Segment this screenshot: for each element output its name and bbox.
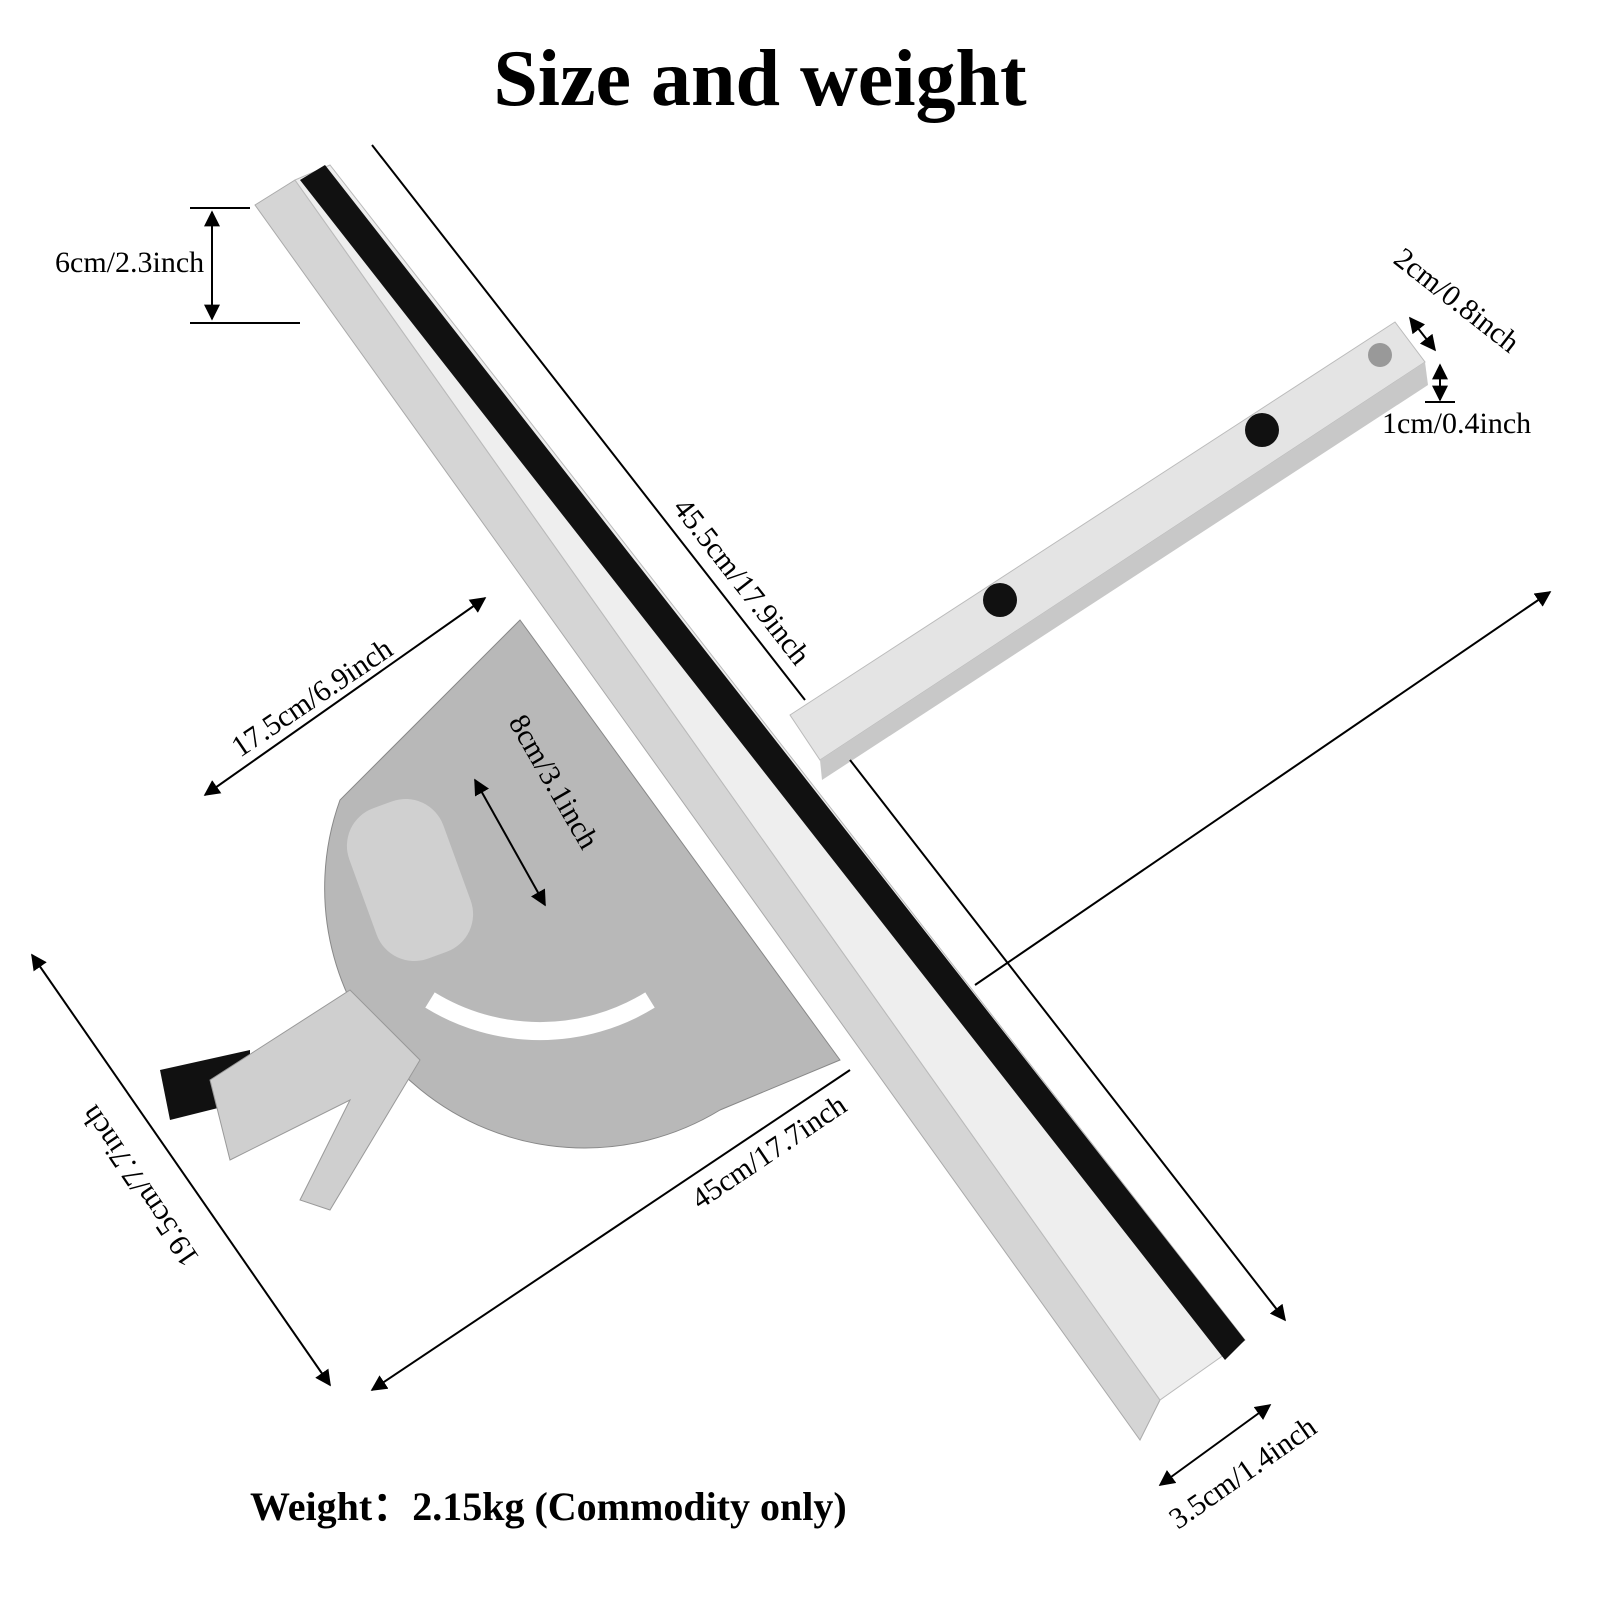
screw-icon [983,583,1017,617]
weight-label: Weight：2.15kg (Commodity only) [250,1484,847,1529]
fence-width-label: 3.5cm/1.4inch [1163,1410,1323,1535]
screw-icon [1368,343,1392,367]
fence-height-label: 6cm/2.3inch [55,246,204,279]
screw-icon [1245,413,1279,447]
protractor-width-label: 17.5cm/6.9inch [225,632,398,764]
page-title: Size and weight [493,35,1027,123]
depth-label: 19.5cm/7.7inch [74,1099,206,1272]
fence [254,164,1246,1441]
bar-thickness-label: 1cm/0.4inch [1382,407,1531,440]
dimension-lines [31,144,1552,1486]
miter-bar [789,321,1428,780]
knob [346,798,474,962]
